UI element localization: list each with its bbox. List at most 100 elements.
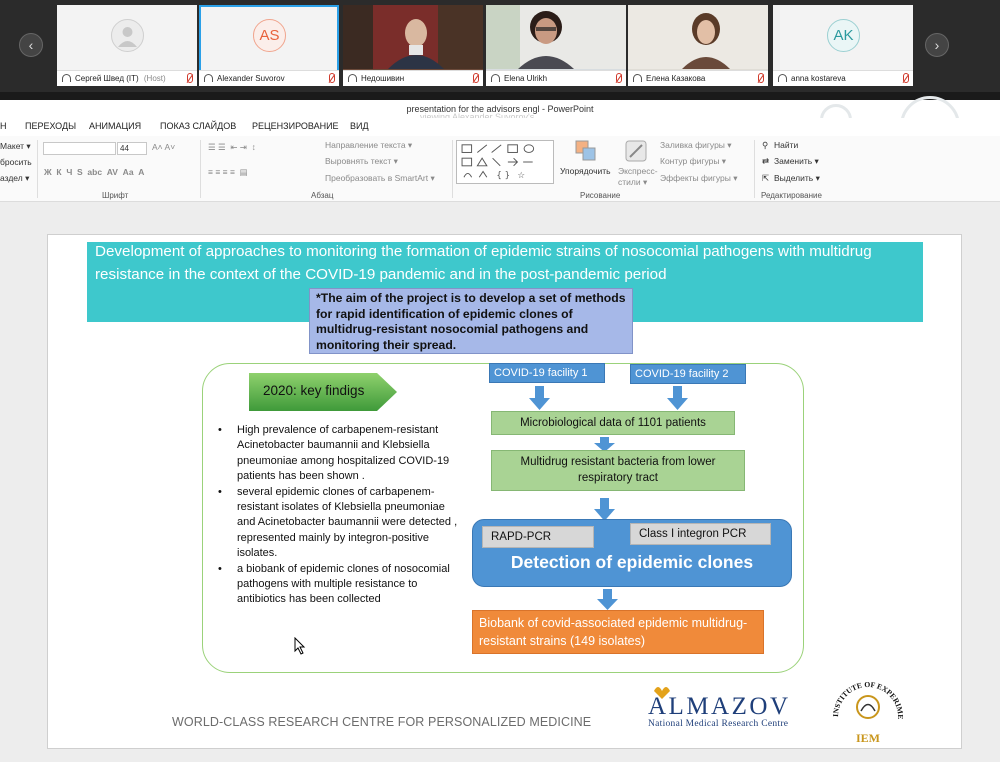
- muted-mic-icon: [473, 73, 479, 83]
- participant-name: Сергей Швед (IT): [75, 74, 139, 83]
- smartart-button[interactable]: Преобразовать в SmartArt ▾: [325, 173, 435, 183]
- video-strip: ‹ › Сергей Швед (IT) (Host) AS Alexander…: [0, 0, 1000, 92]
- ribbon-tabs: Н ПЕРЕХОДЫ АНИМАЦИЯ ПОКАЗ СЛАЙДОВ РЕЦЕНЗ…: [0, 118, 1000, 136]
- participant-name: Елена Казакова: [646, 74, 706, 83]
- align-text-button[interactable]: Выровнять текст ▾: [325, 156, 398, 166]
- svg-text:{ }: { }: [496, 171, 510, 181]
- svg-text:IEM: IEM: [856, 731, 880, 745]
- facility-2-box: COVID-19 facility 2: [630, 364, 746, 384]
- list-item: several epidemic clones of carbapenem-re…: [218, 485, 460, 562]
- mdr-bacteria-box: Multidrug resistant bacteria from lower …: [491, 450, 745, 491]
- participant-tile[interactable]: Елена Казакова: [628, 5, 768, 86]
- mouse-cursor-icon: [294, 637, 306, 655]
- font-name-input[interactable]: [43, 142, 116, 155]
- participant-namebar: anna kostareva: [773, 70, 913, 86]
- layout-button[interactable]: Макет ▾: [0, 141, 31, 151]
- tab-transitions[interactable]: ПЕРЕХОДЫ: [25, 121, 77, 131]
- microbiological-data-box: Microbiological data of 1101 patients: [491, 411, 735, 435]
- list-item: High prevalence of carbapenem-resistant …: [218, 423, 460, 485]
- list-buttons-icon[interactable]: ☰ ☰ ⇤ ⇥ ↕: [208, 142, 256, 152]
- quick-styles-button[interactable]: Экспресс-стили ▾: [618, 166, 658, 187]
- headphones-icon: [62, 74, 71, 82]
- facility-1-box: COVID-19 facility 1: [489, 363, 605, 383]
- divider: [37, 140, 38, 198]
- font-grow-icon[interactable]: A˄ A˅: [152, 142, 176, 152]
- participant-name: anna kostareva: [791, 74, 846, 83]
- headphones-icon: [348, 74, 357, 82]
- participant-namebar: Elena Ulrikh: [486, 70, 626, 86]
- participant-namebar: Елена Казакова: [628, 70, 768, 86]
- participant-video: [486, 5, 626, 69]
- tab-view[interactable]: ВИД: [350, 121, 369, 131]
- tab-review[interactable]: РЕЦЕНЗИРОВАНИЕ: [252, 121, 339, 131]
- rapd-pcr-box: RAPD-PCR: [482, 526, 594, 548]
- ribbon: Макет ▾ бросить аздел ▾ 44 A˄ A˅ Ж К Ч S…: [0, 136, 1000, 202]
- tab-home[interactable]: Н: [0, 121, 7, 131]
- aim-box: *The aim of the project is to develop a …: [309, 288, 633, 354]
- participant-tile[interactable]: AK anna kostareva: [773, 5, 913, 86]
- tab-slideshow[interactable]: ПОКАЗ СЛАЙДОВ: [160, 121, 237, 131]
- participant-name: Недошивин: [361, 74, 405, 83]
- headphones-icon: [491, 74, 500, 82]
- drawing-group-label: Рисование: [580, 191, 621, 200]
- replace-button[interactable]: Заменить ▾: [774, 156, 819, 166]
- arrange-button[interactable]: Упорядочить: [560, 166, 611, 176]
- biobank-box: Biobank of covid-associated epidemic mul…: [472, 610, 764, 654]
- divider: [200, 140, 201, 198]
- participant-tile[interactable]: Elena Ulrikh: [486, 5, 626, 86]
- editing-group-label: Редактирование: [761, 191, 822, 200]
- slide-footer: WORLD-CLASS RESEARCH CENTRE FOR PERSONAL…: [172, 715, 592, 729]
- participant-namebar: Сергей Швед (IT) (Host): [57, 70, 197, 86]
- section-button[interactable]: аздел ▾: [0, 173, 30, 183]
- participant-tile[interactable]: Недошивин: [343, 5, 483, 86]
- find-button[interactable]: Найти: [774, 140, 799, 150]
- muted-mic-icon: [903, 73, 909, 83]
- align-buttons-icon[interactable]: ≡ ≡ ≡ ≡ ▤: [208, 167, 248, 177]
- list-item: a biobank of epidemic clones of nosocomi…: [218, 562, 460, 608]
- participant-video: [343, 5, 483, 69]
- svg-text:☆: ☆: [517, 171, 525, 181]
- participant-name: Elena Ulrikh: [504, 74, 548, 83]
- format-buttons-icon[interactable]: Ж К Ч S abc AV Aa A: [44, 167, 145, 177]
- participant-namebar: Недошивин: [343, 70, 483, 86]
- svg-text:INSTITUTE OF EXPERIMENTAL MEDI: INSTITUTE OF EXPERIMENTAL MEDICINE: [828, 665, 905, 719]
- select-button[interactable]: Выделить ▾: [774, 173, 820, 183]
- key-findings-label: 2020: key findigs: [263, 383, 365, 398]
- slide-title: Development of approaches to monitoring …: [95, 243, 872, 283]
- viewing-overlay: viewing Alexander Suvorov's...: [420, 112, 542, 122]
- arrange-icon[interactable]: [574, 139, 598, 163]
- muted-mic-icon: [616, 73, 622, 83]
- detection-title: Detection of epidemic clones: [510, 552, 754, 572]
- participant-initials: AS: [253, 19, 286, 52]
- participant-tile[interactable]: Сергей Швед (IT) (Host): [57, 5, 197, 86]
- prev-participants-button[interactable]: ‹: [19, 33, 43, 57]
- shape-outline-button[interactable]: Контур фигуры ▾: [660, 156, 727, 166]
- headphones-icon: [633, 74, 642, 82]
- divider: [452, 140, 453, 198]
- shapes-gallery[interactable]: { } ☆: [456, 140, 554, 184]
- iem-seal-logo: INSTITUTE OF EXPERIMENTAL MEDICINE IEM: [828, 665, 905, 745]
- almazov-logo: ALMAZOV National Medical Research Centre: [648, 687, 788, 729]
- participant-name: Alexander Suvorov: [217, 74, 285, 83]
- next-participants-button[interactable]: ›: [925, 33, 949, 57]
- findings-list: High prevalence of carbapenem-resistant …: [218, 423, 460, 608]
- shape-effects-button[interactable]: Эффекты фигуры ▾: [660, 173, 738, 183]
- participant-tile-active[interactable]: AS Alexander Suvorov: [199, 5, 339, 86]
- window-title: presentation for the advisors engl - Pow…: [0, 100, 1000, 118]
- separator: [0, 92, 1000, 100]
- svg-text:ALMAZOV: ALMAZOV: [648, 693, 788, 720]
- shape-fill-button[interactable]: Заливка фигуры ▾: [660, 140, 732, 150]
- text-direction-button[interactable]: Направление текста ▾: [325, 140, 413, 150]
- headphones-icon: [778, 74, 787, 82]
- font-size-input[interactable]: 44: [117, 142, 147, 155]
- font-group-label: Шрифт: [102, 191, 129, 200]
- reset-button[interactable]: бросить: [0, 157, 32, 167]
- quick-styles-icon[interactable]: [624, 139, 648, 163]
- tab-animation[interactable]: АНИМАЦИЯ: [89, 121, 142, 131]
- divider: [754, 140, 755, 198]
- key-findings-arrow: [249, 373, 397, 411]
- headphones-icon: [204, 74, 213, 82]
- binoculars-icon: ⚲: [762, 140, 769, 150]
